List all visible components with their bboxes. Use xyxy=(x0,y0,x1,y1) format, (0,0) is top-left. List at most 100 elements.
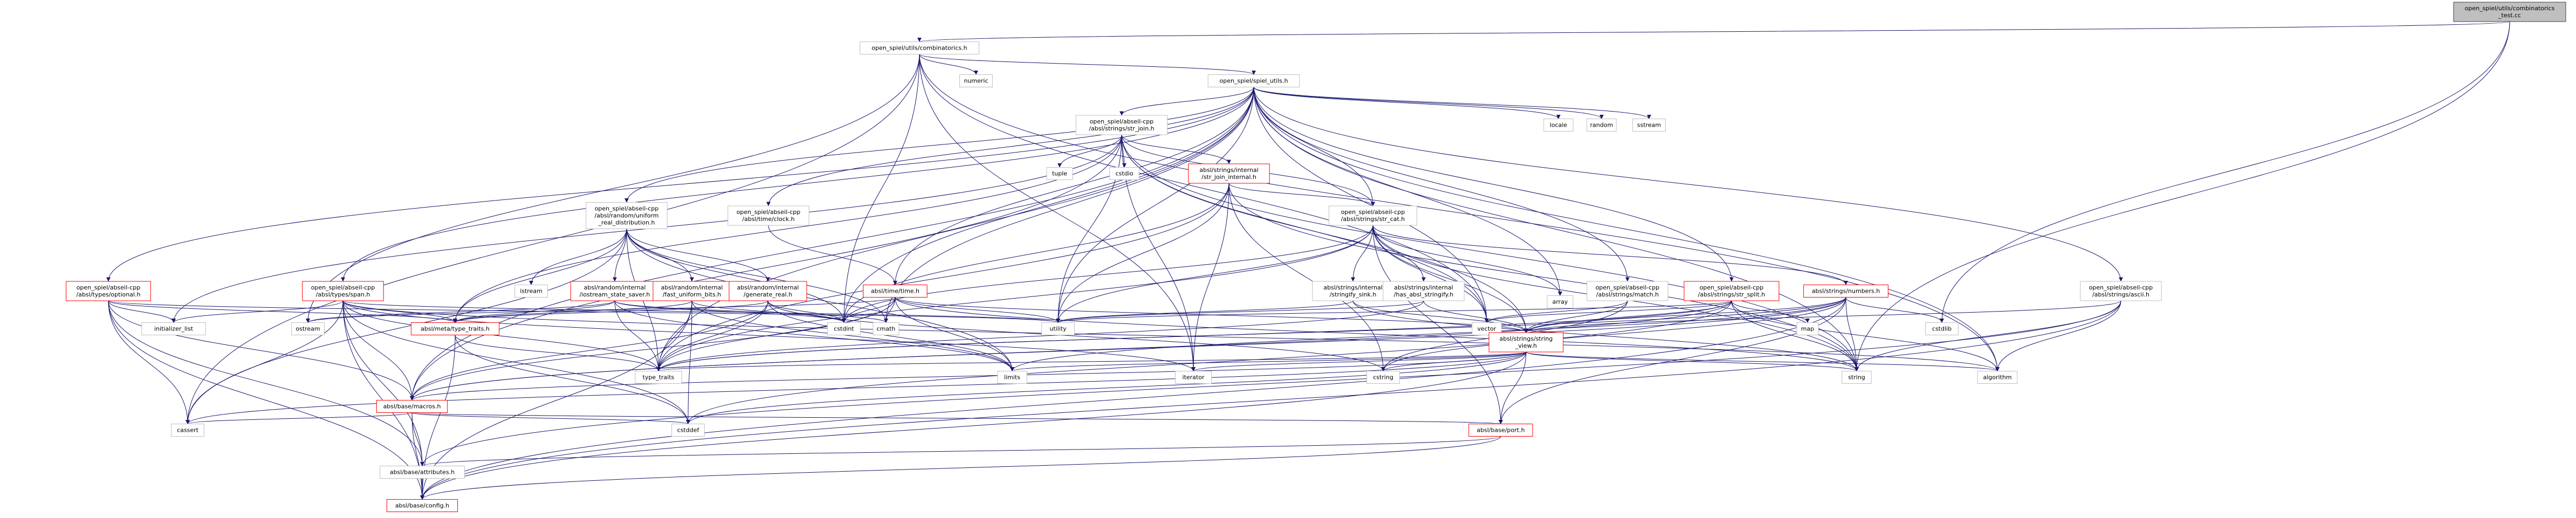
node-label-map-line-0: map xyxy=(1801,326,1814,333)
edge-str_cat-to-type_traits xyxy=(656,225,1373,371)
node-string_view[interactable]: absl/strings/string_view.h xyxy=(1488,332,1564,353)
node-generate_real[interactable]: absl/random/internal/generate_real.h xyxy=(729,281,807,301)
node-label-port-line-0: absl/base/port.h xyxy=(1476,427,1524,434)
edge-spiel_utils-to-cstdint xyxy=(842,87,1254,323)
node-box-str_join xyxy=(1075,115,1168,135)
edge-uniform_real-to-fast_uniform xyxy=(626,229,694,282)
edge-generate_real-to-cstdint xyxy=(767,300,846,323)
edge-string_view-to-cassert xyxy=(186,351,1527,424)
node-sstream: sstream xyxy=(1632,119,1666,132)
node-box-optional xyxy=(66,281,151,301)
node-layer: open_spiel/utils/combinatorics_test.ccop… xyxy=(66,2,2566,512)
node-str_cat[interactable]: open_spiel/abseil-cpp/absl/strings/str_c… xyxy=(1328,205,1418,226)
node-label-ascii-line-0: open_spiel/abseil-cpp xyxy=(2089,284,2153,291)
node-clock[interactable]: open_spiel/abseil-cpp/absl/time/clock.h xyxy=(727,205,809,226)
node-label-macros-line-0: absl/base/macros.h xyxy=(383,403,441,410)
edge-spiel_utils-to-macros xyxy=(410,87,1254,400)
node-label-istream-line-0: istream xyxy=(520,288,542,295)
node-label-generate_real-line-1: /generate_real.h xyxy=(744,291,792,298)
node-label-str_split-line-1: /absl/strings/str_split.h xyxy=(1698,291,1766,298)
node-has_stringify[interactable]: absl/strings/internal/has_absl_stringify… xyxy=(1383,281,1465,301)
node-label-span-line-0: open_spiel/abseil-cpp xyxy=(311,284,375,291)
node-str_join_internal[interactable]: absl/strings/internal/str_join_internal.… xyxy=(1188,163,1270,184)
node-label-stringify_sink-line-0: absl/strings/internal xyxy=(1323,284,1382,291)
node-box-map xyxy=(1796,322,1819,335)
node-span[interactable]: open_spiel/abseil-cpp/absl/types/span.h xyxy=(302,281,384,301)
edge-fast_uniform-to-cstddef xyxy=(686,300,692,424)
edge-uniform_real-to-cassert xyxy=(186,229,627,424)
node-initializer_list: initializer_list xyxy=(141,322,206,335)
node-box-generate_real xyxy=(729,281,807,301)
node-numbers[interactable]: absl/strings/numbers.h xyxy=(1803,285,1888,298)
node-label-numbers-line-0: absl/strings/numbers.h xyxy=(1812,288,1880,295)
edge-str_join-to-utility xyxy=(1056,134,1122,323)
node-label-clock-line-0: open_spiel/abseil-cpp xyxy=(737,209,801,216)
edge-spiel_utils-to-cmath xyxy=(884,87,1254,323)
node-port[interactable]: absl/base/port.h xyxy=(1468,424,1533,437)
edge-optional-to-cassert xyxy=(108,300,190,424)
edge-ascii-to-algorithm xyxy=(1995,300,2121,371)
node-label-cstdio-line-0: cstdio xyxy=(1116,170,1134,177)
node-box-str_split xyxy=(1684,281,1780,301)
node-iostream_saver[interactable]: absl/random/internal/iostream_state_save… xyxy=(570,281,660,301)
edge-ascii-to-string xyxy=(1854,300,2121,371)
node-uniform_real[interactable]: open_spiel/abseil-cpp/absl/random/unifor… xyxy=(586,202,668,229)
node-label-root-line-1: _test.cc xyxy=(2498,12,2521,19)
node-label-iostream_saver-line-0: absl/random/internal xyxy=(584,284,646,291)
edge-time_h-to-string xyxy=(895,297,1859,371)
edge-str_join-to-tuple xyxy=(1057,134,1122,168)
node-utility: utility xyxy=(1041,322,1075,335)
node-macros[interactable]: absl/base/macros.h xyxy=(376,400,448,413)
node-optional[interactable]: open_spiel/abseil-cpp/absl/types/optiona… xyxy=(66,281,151,301)
edge-generate_real-to-cstring xyxy=(767,300,1385,371)
edge-stringify_sink-to-string_view xyxy=(1352,300,1528,333)
node-label-fast_uniform-line-1: /fast_uniform_bits.h xyxy=(663,291,722,298)
edge-spiel_utils-to-algorithm xyxy=(1253,87,2000,371)
node-root[interactable]: open_spiel/utils/combinatorics_test.cc xyxy=(2453,2,2566,22)
edge-clock-to-time_h xyxy=(768,225,897,285)
edge-optional-to-initializer_list xyxy=(108,300,176,323)
node-iterator: iterator xyxy=(1174,371,1212,384)
node-box-config xyxy=(386,499,458,512)
edge-numbers-to-cstdlib xyxy=(1845,297,1944,323)
edge-comb_h-to-algorithm xyxy=(919,54,2000,371)
node-fast_uniform[interactable]: absl/random/internal/fast_uniform_bits.h xyxy=(652,281,731,301)
node-label-str_split-line-0: open_spiel/abseil-cpp xyxy=(1700,284,1764,291)
edge-macros-to-config xyxy=(411,412,424,500)
node-label-span-line-1: /absl/types/span.h xyxy=(316,291,370,298)
node-box-sstream xyxy=(1632,119,1666,132)
node-stringify_sink[interactable]: absl/strings/internal/stringify_sink.h xyxy=(1312,281,1394,301)
node-attributes[interactable]: absl/base/attributes.h xyxy=(380,466,465,479)
edge-string_view-to-algorithm xyxy=(1526,351,2000,371)
node-box-cstddef xyxy=(671,424,705,437)
edge-str_cat-to-vector xyxy=(1372,225,1489,323)
node-comb_h[interactable]: open_spiel/utils/combinatorics.h xyxy=(860,42,979,54)
edge-iostream_saver-to-cmath xyxy=(614,300,888,323)
node-label-utility-line-0: utility xyxy=(1049,326,1067,333)
node-label-uniform_real-line-1: /absl/random/uniform xyxy=(595,212,659,219)
edge-iostream_saver-to-type_traits xyxy=(614,300,661,371)
node-box-utility xyxy=(1041,322,1075,335)
edge-string_view-to-cstddef xyxy=(686,351,1527,424)
edge-str_join-to-vector xyxy=(1121,134,1489,323)
edge-generate_real-to-macros xyxy=(410,300,768,400)
node-str_split[interactable]: open_spiel/abseil-cpp/absl/strings/str_s… xyxy=(1684,281,1780,301)
node-box-cassert xyxy=(171,424,204,437)
node-label-str_cat-line-0: open_spiel/abseil-cpp xyxy=(1341,209,1405,216)
edge-optional-to-config xyxy=(108,300,424,500)
node-type_traits_meta[interactable]: absl/meta/type_traits.h xyxy=(410,322,500,335)
node-ascii[interactable]: open_spiel/abseil-cpp/absl/strings/ascii… xyxy=(2080,281,2162,301)
edge-generate_real-to-limits xyxy=(767,300,1014,371)
node-match_h[interactable]: open_spiel/abseil-cpp/absl/strings/match… xyxy=(1586,281,1668,301)
edge-span-to-cstddef xyxy=(342,300,690,424)
node-str_join[interactable]: open_spiel/abseil-cpp/absl/strings/str_j… xyxy=(1075,115,1168,135)
edge-time_h-to-macros xyxy=(410,297,896,400)
node-spiel_utils[interactable]: open_spiel/spiel_utils.h xyxy=(1207,74,1300,87)
node-time_h[interactable]: absl/time/time.h xyxy=(863,285,928,298)
edge-generate_real-to-type_traits_meta xyxy=(453,300,768,323)
edge-root-to-comb_h xyxy=(918,21,2510,42)
edge-str_join_internal-to-type_traits xyxy=(656,183,1229,371)
edge-numbers-to-string_view xyxy=(1524,297,1846,333)
node-config[interactable]: absl/base/config.h xyxy=(386,499,458,512)
